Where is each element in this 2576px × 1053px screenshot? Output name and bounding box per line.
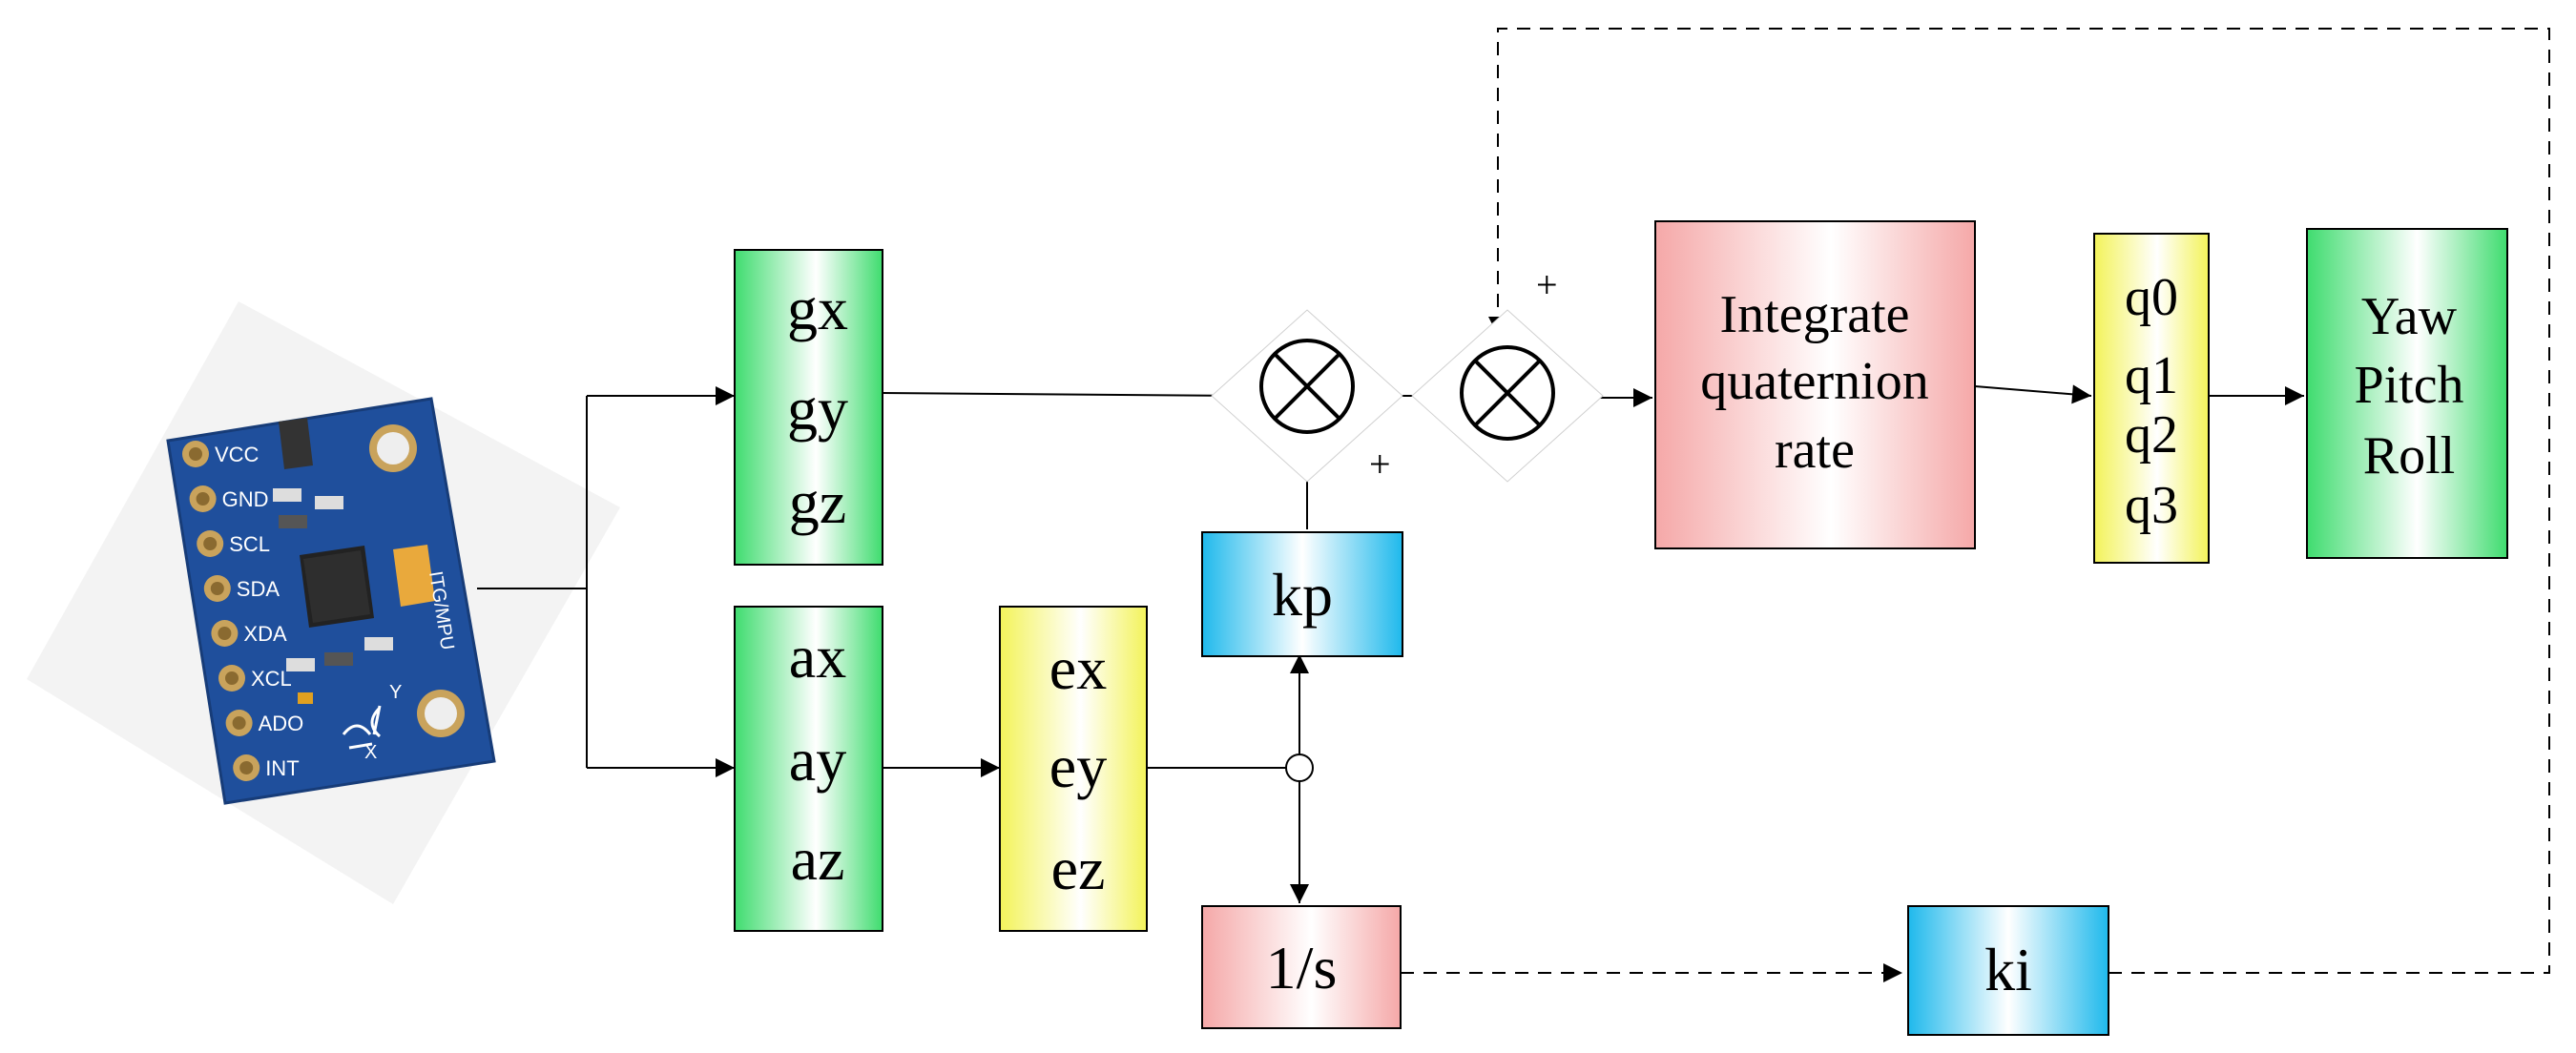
- integrate-quaternion-block: Integrate quaternion rate: [1654, 220, 1976, 549]
- error-block: ex ey ez: [999, 606, 1148, 932]
- pin-hole: [210, 582, 224, 595]
- gyro-z-label: gz: [789, 468, 846, 536]
- smd-resistor: [273, 488, 301, 502]
- led: [298, 692, 313, 704]
- accel-y-label: ay: [789, 726, 846, 794]
- euler-angles-block: Yaw Pitch Roll: [2306, 228, 2508, 559]
- pin-hole: [239, 761, 254, 774]
- q2-label: q2: [2125, 405, 2178, 465]
- multiplier-1: [1211, 309, 1403, 483]
- integrator-label: 1/s: [1266, 934, 1338, 1001]
- pin-hole: [225, 671, 239, 685]
- pin-label-gnd: GND: [222, 487, 269, 511]
- error-z-label: ez: [1051, 835, 1106, 902]
- mult1-plus-sign: +: [1369, 443, 1391, 485]
- accel-block: ax ay az: [734, 606, 883, 932]
- smd-capacitor: [279, 515, 307, 528]
- pin-hole: [232, 716, 246, 730]
- accel-x-label: ax: [789, 623, 846, 691]
- mult2-plus-sign: +: [1536, 263, 1558, 306]
- smd-resistor: [364, 637, 393, 650]
- arrow-ki-feedback: [1488, 28, 2550, 974]
- axis-y-label: Y: [389, 682, 402, 703]
- integrate-line-2: quaternion: [1700, 352, 1928, 411]
- pin-label-scl: SCL: [229, 532, 270, 556]
- smd-resistor: [315, 496, 343, 509]
- arrow-to-quaternion: [1974, 384, 2092, 404]
- roll-label: Roll: [2363, 426, 2455, 485]
- ki-label: ki: [1984, 936, 2032, 1003]
- capacitor: [393, 545, 435, 607]
- pin-label-int: INT: [265, 756, 299, 780]
- pin-hole: [196, 492, 210, 506]
- pin-label-vcc: VCC: [215, 443, 260, 466]
- accel-z-label: az: [791, 825, 845, 893]
- pin-label-sda: SDA: [237, 577, 280, 601]
- smd-capacitor: [324, 652, 353, 666]
- regulator: [279, 418, 313, 469]
- pin-header: VCC GND SCL SDA XDA XCL ADO INT: [182, 441, 303, 781]
- axis-y-icon: [370, 705, 382, 738]
- pitch-label: Pitch: [2354, 356, 2463, 415]
- kp-label: kp: [1272, 561, 1333, 629]
- pin-label-xda: XDA: [243, 622, 287, 646]
- branch-point: [1285, 754, 1314, 782]
- axis-x-label: X: [364, 742, 377, 763]
- smd-resistor: [286, 658, 315, 671]
- ki-block: ki: [1907, 905, 2109, 1036]
- pin-hole: [218, 627, 232, 640]
- yaw-label: Yaw: [2361, 287, 2458, 346]
- q0-label: q0: [2125, 268, 2178, 327]
- gyro-output-line: [882, 392, 1241, 397]
- kp-block: kp: [1201, 531, 1403, 657]
- axis-x-icon: [342, 724, 373, 750]
- gyro-y-label: gy: [787, 375, 848, 443]
- gyro-block: gx gy gz: [734, 249, 883, 566]
- q1-label: q1: [2125, 346, 2178, 405]
- integrate-line-1: Integrate: [1720, 285, 1910, 344]
- integrator-block: 1/s: [1201, 905, 1402, 1029]
- signal-lines: [477, 384, 2304, 903]
- pin-hole: [203, 537, 218, 550]
- pin-hole: [189, 447, 202, 461]
- imu-chip: [300, 546, 374, 628]
- q3-label: q3: [2125, 476, 2178, 535]
- pin-label-xcl: XCL: [251, 667, 292, 691]
- feedback-lines: [1401, 28, 2550, 982]
- integrate-line-3: rate: [1775, 421, 1855, 480]
- pin-label-ado: ADO: [259, 712, 304, 735]
- multiplier-2: [1411, 309, 1604, 483]
- error-x-label: ex: [1049, 634, 1107, 702]
- gyro-x-label: gx: [787, 275, 848, 342]
- quaternion-block: q0 q1 q2 q3: [2093, 233, 2210, 564]
- error-y-label: ey: [1049, 733, 1107, 800]
